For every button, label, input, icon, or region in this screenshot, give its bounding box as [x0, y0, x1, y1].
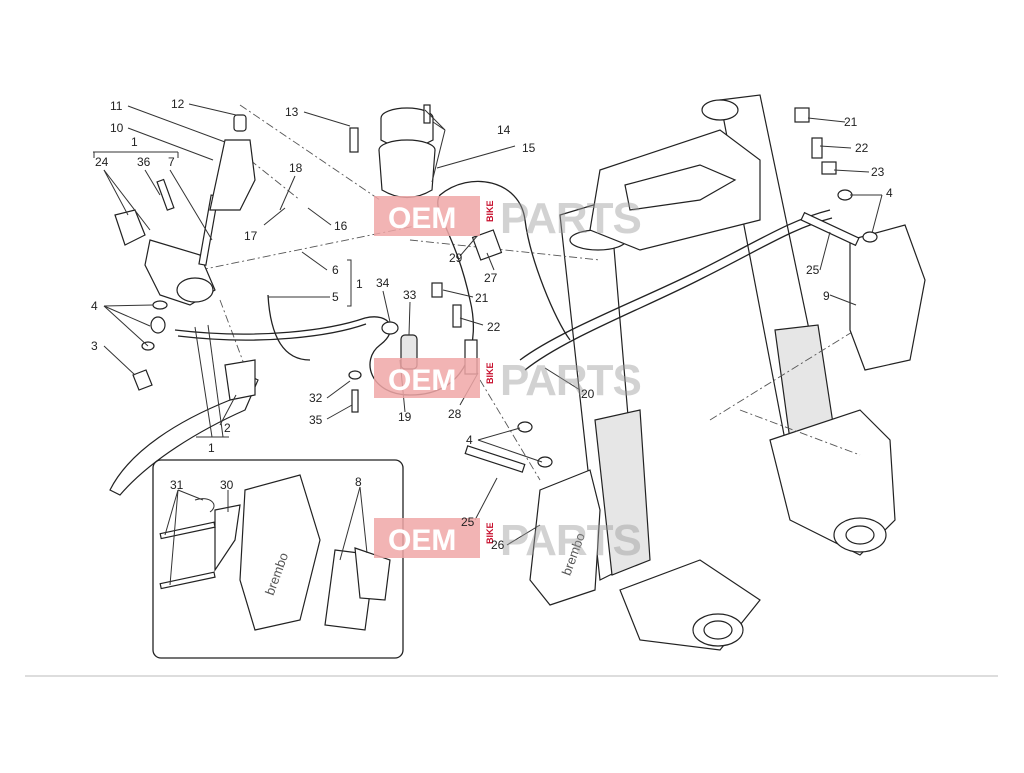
- callout-33: 33: [403, 288, 417, 302]
- leader-lines: [93, 103, 883, 586]
- callout-28: 28: [448, 407, 462, 421]
- callout-3: 3: [91, 339, 98, 353]
- callout-22-mid: 22: [487, 320, 501, 334]
- callout-9: 9: [823, 289, 830, 303]
- callout-32: 32: [309, 391, 323, 405]
- callout-14: 14: [497, 123, 511, 137]
- brake-calipers: brembo brembo: [239, 224, 926, 631]
- watermark-parts-text-2: PARTS: [500, 356, 641, 405]
- callout-21-mid: 21: [475, 291, 489, 305]
- master-cylinder-assembly: [109, 178, 259, 496]
- callout-8: 8: [355, 475, 362, 489]
- callout-12: 12: [171, 97, 185, 111]
- callout-16: 16: [334, 219, 348, 233]
- callout-19: 19: [398, 410, 412, 424]
- callout-29: 29: [449, 251, 463, 265]
- watermark-top: OEM BIKE PARTS: [374, 194, 642, 243]
- watermark-bike-text: BIKE: [485, 200, 495, 222]
- callout-5: 5: [332, 290, 339, 304]
- callout-7: 7: [168, 155, 175, 169]
- callout-34: 34: [376, 276, 390, 290]
- callout-1-bracket: 1: [356, 277, 363, 291]
- callout-30: 30: [220, 478, 234, 492]
- callout-25-mid: 25: [461, 515, 475, 529]
- callout-21-right: 21: [844, 115, 858, 129]
- callout-15: 15: [522, 141, 536, 155]
- callout-1-bottom: 1: [208, 441, 215, 455]
- callout-23: 23: [871, 165, 885, 179]
- watermark-bottom: OEM BIKE PARTS: [374, 516, 642, 565]
- watermark-parts-text-3: PARTS: [500, 516, 641, 565]
- callout-2: 2: [224, 421, 231, 435]
- callout-26: 26: [491, 538, 505, 552]
- inset-box: [152, 459, 404, 659]
- callout-20: 20: [581, 387, 595, 401]
- callout-18: 18: [289, 161, 303, 175]
- brake-hoses: [174, 180, 833, 396]
- watermark-bike-text-2: BIKE: [485, 362, 495, 384]
- callout-4-left: 4: [91, 299, 98, 313]
- fluid-reservoir: [209, 104, 436, 211]
- watermark-parts-text: PARTS: [500, 194, 641, 243]
- callout-17: 17: [244, 229, 258, 243]
- callout-labels: 11 12 13 14 15 10 1 24 36 7 18 17 16 6 5…: [91, 97, 893, 552]
- callout-31: 31: [170, 478, 184, 492]
- watermark-middle: OEM BIKE PARTS: [374, 356, 642, 405]
- callout-10: 10: [110, 121, 124, 135]
- watermark-oem-text-3: OEM: [388, 524, 456, 557]
- callout-36: 36: [137, 155, 151, 169]
- callout-24: 24: [95, 155, 109, 169]
- watermark-oem-text: OEM: [388, 202, 456, 235]
- front-fork: [559, 94, 896, 651]
- watermark-oem-text-2: OEM: [388, 364, 456, 397]
- callout-25-right: 25: [806, 263, 820, 277]
- callout-22-right: 22: [855, 141, 869, 155]
- callout-6: 6: [332, 263, 339, 277]
- callout-13: 13: [285, 105, 299, 119]
- callout-1-top: 1: [131, 135, 138, 149]
- callout-11: 11: [110, 99, 123, 113]
- callout-4-right: 4: [886, 186, 893, 200]
- callout-4-mid: 4: [466, 433, 473, 447]
- callout-27: 27: [484, 271, 498, 285]
- callout-35: 35: [309, 413, 323, 427]
- watermark-bike-text-3: BIKE: [485, 522, 495, 544]
